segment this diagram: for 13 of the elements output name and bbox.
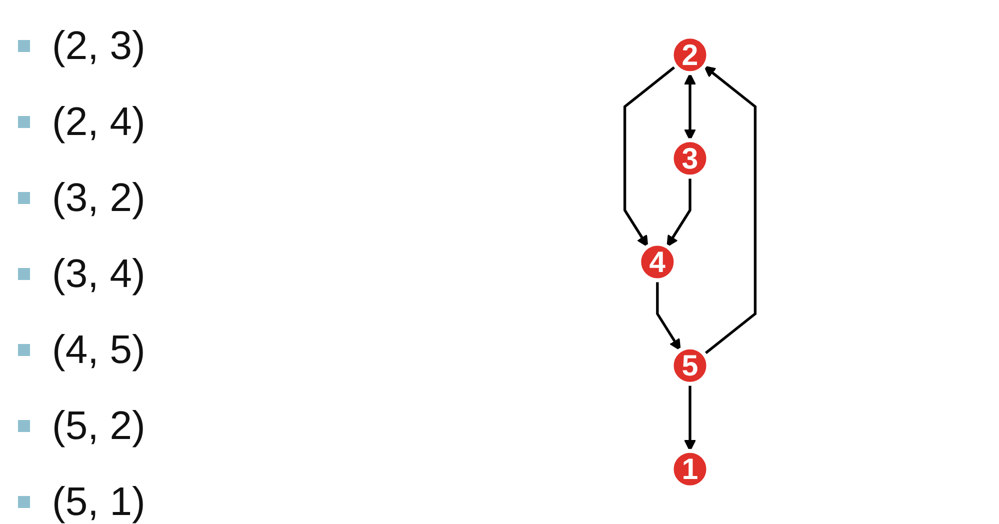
edge-pair-text: (2, 4)	[52, 100, 146, 144]
edge-pair-text: (2, 3)	[52, 24, 146, 68]
arrow	[666, 176, 691, 248]
arrow	[684, 73, 696, 141]
edge-pair-text: (3, 2)	[52, 176, 146, 220]
arrow	[622, 65, 676, 248]
arrow	[684, 384, 696, 452]
edge-pair-text: (4, 5)	[52, 328, 146, 372]
edge-pair-text: (5, 1)	[52, 480, 146, 524]
edge-pair-text: (3, 4)	[52, 252, 146, 296]
arrow	[702, 66, 756, 356]
edge-pair-text: (5, 2)	[52, 404, 146, 448]
arrow	[656, 280, 680, 351]
